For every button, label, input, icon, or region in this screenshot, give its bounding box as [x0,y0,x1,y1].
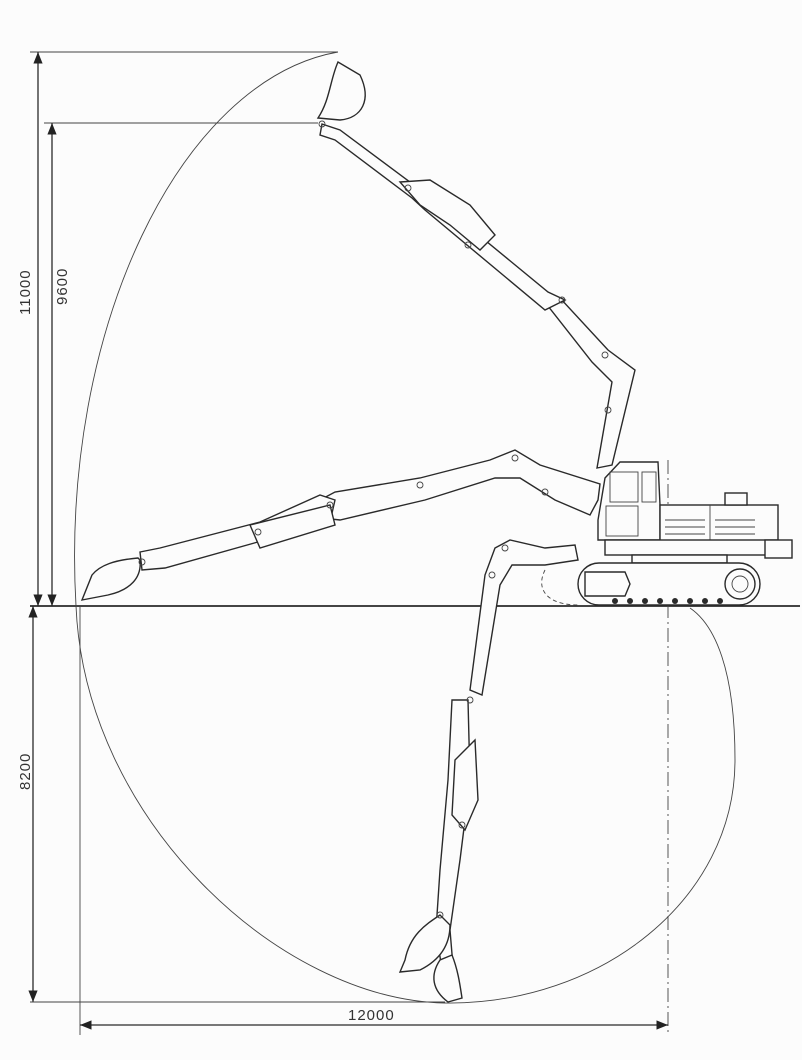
upper-frame [604,539,779,556]
dim-label-11000: 11000 [17,269,34,315]
counterweight [764,539,793,559]
dim-label-12000: 12000 [348,1007,395,1024]
engine-housing [659,504,779,546]
dimension-lines [28,51,669,1035]
excavator-body [541,461,793,606]
lowered-boom-arm [398,539,579,1003]
cab [597,461,661,541]
dim-label-8200: 8200 [17,753,34,790]
dim-label-9600: 9600 [54,268,71,305]
working-range-envelope [74,51,736,1004]
horizontal-boom-arm [80,449,601,601]
raised-boom-arm [316,60,636,469]
